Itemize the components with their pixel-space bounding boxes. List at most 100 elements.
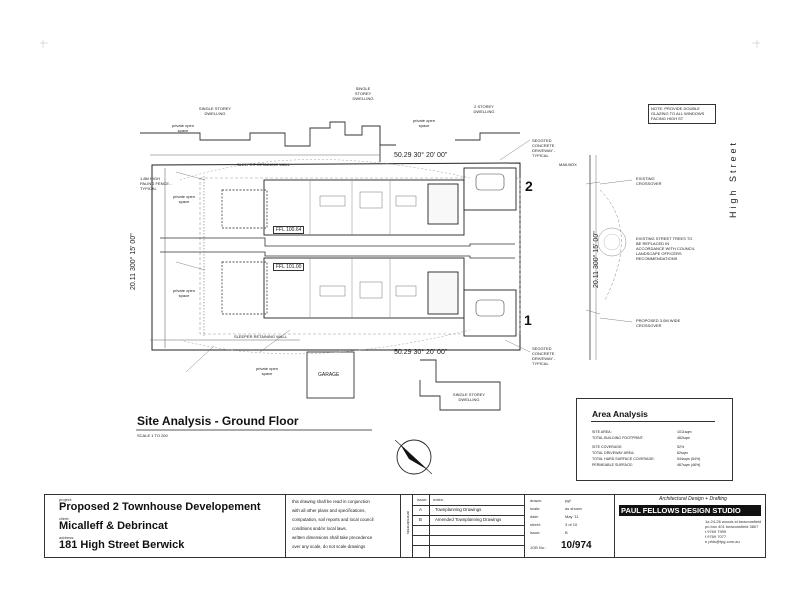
studio-tag: Architectural Design + Drafting xyxy=(659,496,727,502)
pos-label-unit2: private open space xyxy=(172,194,195,204)
bearing-bottom: 50.29 30° 20' 00" xyxy=(394,349,448,356)
note-line: over any scale, do not scale drawings xyxy=(292,544,366,549)
label-existing-crossover: EXISTING CROSSOVER xyxy=(636,176,662,186)
townhouse-unit-1 xyxy=(221,257,517,337)
area-row-value: 467sqm (46%) xyxy=(677,463,701,467)
meta-value: 3 of 10 xyxy=(565,522,578,527)
studio-address-line: po box 401 beaconsfield 3807 xyxy=(705,524,759,529)
bearing-top: 50.29 30° 20' 00" xyxy=(394,152,448,159)
townhouse-unit-2 xyxy=(221,167,517,236)
studio-address-line: 1a 24-26 woods st beaconsfield xyxy=(705,519,762,524)
label-driveway-top: SEGGTED CONCRETE DRIVEWAY - TYPICAL xyxy=(532,138,556,158)
bearing-left: 20.11 300° 15' 00" xyxy=(130,233,137,290)
job-label: JOB No.: xyxy=(530,545,547,550)
client-label: client: xyxy=(59,516,70,521)
area-row-value: 1011sqm xyxy=(677,430,692,434)
label-paling-fence: 1.8M HIGH PALING FENCE - TYPICAL xyxy=(140,176,172,191)
issue-code: B xyxy=(419,517,422,522)
label-single-storey-top: SINGLE STOREY DWELLING xyxy=(352,86,374,101)
studio-name: PAUL FELLOWS DESIGN STUDIO xyxy=(619,505,761,516)
label-sleeper-wall-top: SLEEPER RETAINING WALL xyxy=(237,162,290,167)
pos-label-top-right: private open space xyxy=(412,118,435,128)
area-row-value: 544sqm (54%) xyxy=(677,457,701,461)
note-line: with all other plans and specifications, xyxy=(292,508,366,513)
note-line: written dimensions shall take precedence xyxy=(292,535,373,540)
studio-email: e pfds@tpg.com.au xyxy=(705,539,740,544)
meta-label: date: xyxy=(530,514,539,519)
drawing-title: Site Analysis - Ground Floor xyxy=(137,414,299,428)
area-heading-rule xyxy=(591,421,715,422)
meta-value: B xyxy=(565,530,568,535)
address-label: address: xyxy=(59,535,75,540)
neighbour-top xyxy=(140,121,520,162)
label-single-storey-bottom: SINGLE STOREY DWELLING xyxy=(452,392,486,402)
studio-phone: t 9769 7999 xyxy=(705,529,727,534)
area-row-label: TOTAL DRIVEWAY AREA: xyxy=(592,451,635,455)
studio-cell: Architectural Design + Drafting PAUL FEL… xyxy=(614,495,766,557)
plan-note: NOTE: PROVIDE DOUBLE GLAZING TO ALL WIND… xyxy=(648,104,716,124)
meta-cell: drawn: pgf scale: as shown date: May '11… xyxy=(524,495,615,557)
area-row-label: PERMEABLE SURFACE: xyxy=(592,463,633,467)
label-garage: GARAGE xyxy=(318,372,340,378)
area-row-label: SITE COVERAGE: xyxy=(592,445,623,449)
site-boundary xyxy=(151,162,521,351)
note-line: conditions and/or local laws. xyxy=(292,526,347,531)
pos-label-top-left: private open space xyxy=(171,123,194,133)
label-sleeper-wall-bottom: SLEEPER RETAINING WALL xyxy=(234,334,287,339)
central-divider xyxy=(160,237,515,259)
crop-marks xyxy=(40,40,760,48)
issue-text: Amended Townplanning Drawings xyxy=(435,517,502,522)
project-label: project: xyxy=(59,497,73,502)
title-block: project: Proposed 2 Townhouse Developeme… xyxy=(44,494,766,558)
area-analysis-panel: Area Analysis SITE AREA: 1011sqm TOTAL B… xyxy=(576,398,733,481)
notes-cell: this drawing shall be read in conjunctio… xyxy=(285,495,401,557)
drawing-scale: SCALE 1 TO 200 xyxy=(137,433,168,438)
pos-label-bottom: private open space xyxy=(255,366,278,376)
meta-label: issue: xyxy=(530,530,541,535)
amendments-cell: amendments xyxy=(400,495,413,557)
fence-lines xyxy=(164,168,205,348)
client-name: Micalleff & Debrincat xyxy=(59,520,168,532)
label-driveway-bottom: SEGGTED CONCRETE DRIVEWAY - TYPICAL xyxy=(532,346,556,366)
north-point xyxy=(394,439,433,475)
neighbour-bottom xyxy=(150,339,501,411)
setback-line xyxy=(199,177,521,335)
meta-label: drawn: xyxy=(530,498,543,503)
meta-label: scale: xyxy=(530,506,541,511)
leader-lines xyxy=(175,139,633,373)
ffl-lower: FFL 101.00 xyxy=(273,263,305,271)
meta-value: pgf xyxy=(565,498,571,503)
pos-label-unit1: private open space xyxy=(172,288,195,298)
area-row-label: TOTAL HARD SURFACE COVERAGE: xyxy=(592,457,655,461)
issue-code: A xyxy=(419,507,422,512)
area-analysis-heading: Area Analysis xyxy=(592,409,648,419)
issues-table: issue: notes: A Townplanning Drawings B … xyxy=(412,495,525,557)
notes-header: notes: xyxy=(433,497,444,502)
area-row-value: 62sqm xyxy=(677,451,688,455)
area-row-value: 462sqm xyxy=(677,436,690,440)
sun-path xyxy=(179,159,471,355)
lot-number-2: 2 xyxy=(525,178,533,194)
project-name: Proposed 2 Townhouse Developement xyxy=(59,501,261,513)
lot-number-1: 1 xyxy=(524,312,532,328)
note-line: this drawing shall be read in conjunctio… xyxy=(292,499,370,504)
meta-label: sheet: xyxy=(530,522,541,527)
area-row-value: 52% xyxy=(677,445,685,449)
studio-fax: f 9769 7077 xyxy=(705,534,727,539)
label-mailbox: MAILBOX xyxy=(559,162,577,167)
area-row-label: TOTAL BUILDING FOOTPRINT: xyxy=(592,436,644,440)
ffl-upper: FFL 100.64 xyxy=(273,226,305,234)
note-line: computation, soil reports and local coun… xyxy=(292,517,374,522)
meta-value: May '11 xyxy=(565,514,579,519)
label-two-storey: 2 STOREY DWELLING xyxy=(473,104,495,114)
meta-value: as shown xyxy=(565,506,582,511)
street-edge xyxy=(589,155,627,360)
area-row-label: SITE AREA: xyxy=(592,430,612,434)
label-single-storey-left: SINGLE STOREY DWELLING xyxy=(198,106,232,116)
issue-text: Townplanning Drawings xyxy=(435,507,482,512)
street-name: High Street xyxy=(728,139,738,218)
bearing-right: 20.11 300° 15' 00" xyxy=(593,231,600,288)
label-proposed-crossover: PROPOSED 3.0M WIDE CROSSOVER xyxy=(636,318,681,328)
amendments-label: amendments xyxy=(406,511,411,535)
